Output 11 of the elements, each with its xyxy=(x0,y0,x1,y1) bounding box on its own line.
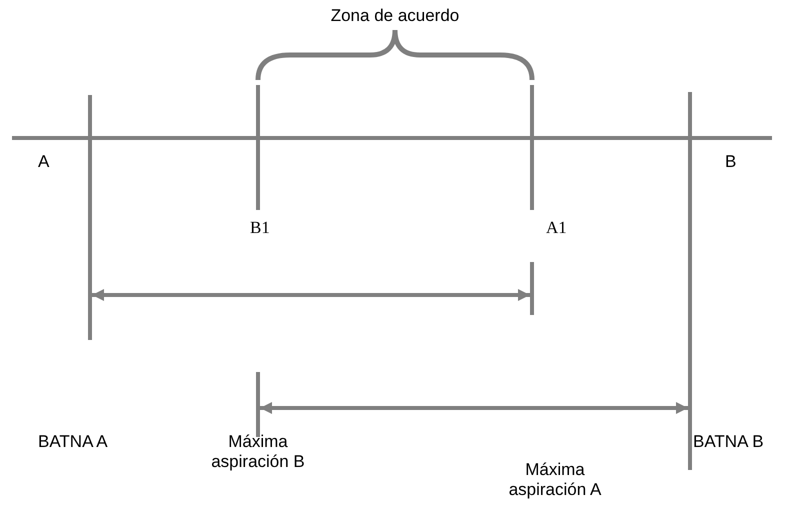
end-label: A xyxy=(38,152,50,172)
bracket-label: Zona de acuerdo xyxy=(330,6,460,26)
double-arrow xyxy=(92,289,530,301)
line-label: Máxima aspiración B xyxy=(210,432,306,472)
double-arrow xyxy=(260,402,688,414)
line-label: A1 xyxy=(546,218,567,238)
range-label: Máxima aspiración A xyxy=(508,460,602,500)
line-label: BATNA A xyxy=(38,432,108,452)
line-label: B1 xyxy=(250,218,270,238)
line-label: BATNA B xyxy=(693,432,764,452)
end-label: B xyxy=(725,152,736,172)
